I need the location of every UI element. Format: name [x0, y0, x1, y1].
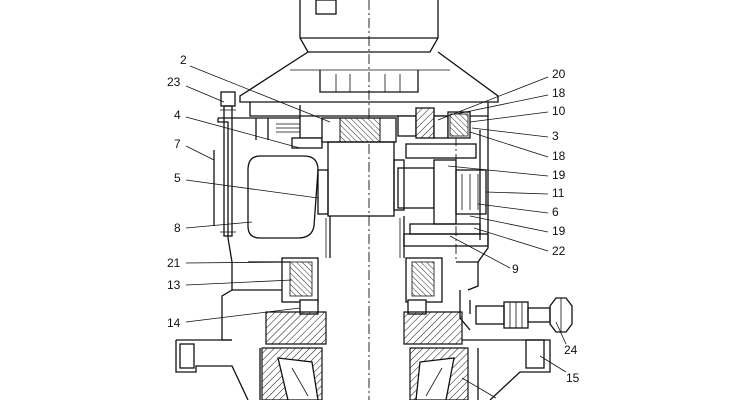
- callout-2: 2: [180, 53, 187, 67]
- callout-18-mid: 18: [552, 149, 566, 163]
- callout-9: 9: [512, 262, 519, 276]
- callout-8: 8: [174, 221, 181, 235]
- callout-13: 13: [167, 278, 181, 292]
- callout-21: 21: [167, 256, 181, 270]
- callout-19-top: 19: [552, 168, 566, 182]
- callout-19-bottom: 19: [552, 224, 566, 238]
- callout-11: 11: [552, 186, 565, 200]
- callout-22: 22: [552, 244, 566, 258]
- callout-labels: 2 23 4 7 5 8 21 13 14 20 18 10 3 18 19 1…: [167, 53, 580, 385]
- housing-bolt: [213, 91, 236, 237]
- planet-gear-assembly: [397, 107, 489, 247]
- callout-4: 4: [174, 108, 181, 122]
- callout-20: 20: [552, 67, 566, 81]
- grease-fitting: [459, 290, 573, 333]
- callout-6: 6: [552, 205, 559, 219]
- callout-15: 15: [566, 371, 580, 385]
- callout-7: 7: [174, 137, 181, 151]
- callout-3: 3: [552, 129, 559, 143]
- leader-lines: [185, 65, 567, 399]
- sun-gear-shaft: [317, 117, 405, 258]
- callout-24: 24: [564, 343, 578, 357]
- main-bearings: [265, 257, 463, 345]
- hub-lower-casing: [175, 339, 551, 400]
- callout-23: 23: [167, 75, 181, 89]
- callout-5: 5: [174, 171, 181, 185]
- callout-14: 14: [167, 316, 181, 330]
- callout-18-top: 18: [552, 86, 566, 100]
- callout-10: 10: [552, 104, 566, 118]
